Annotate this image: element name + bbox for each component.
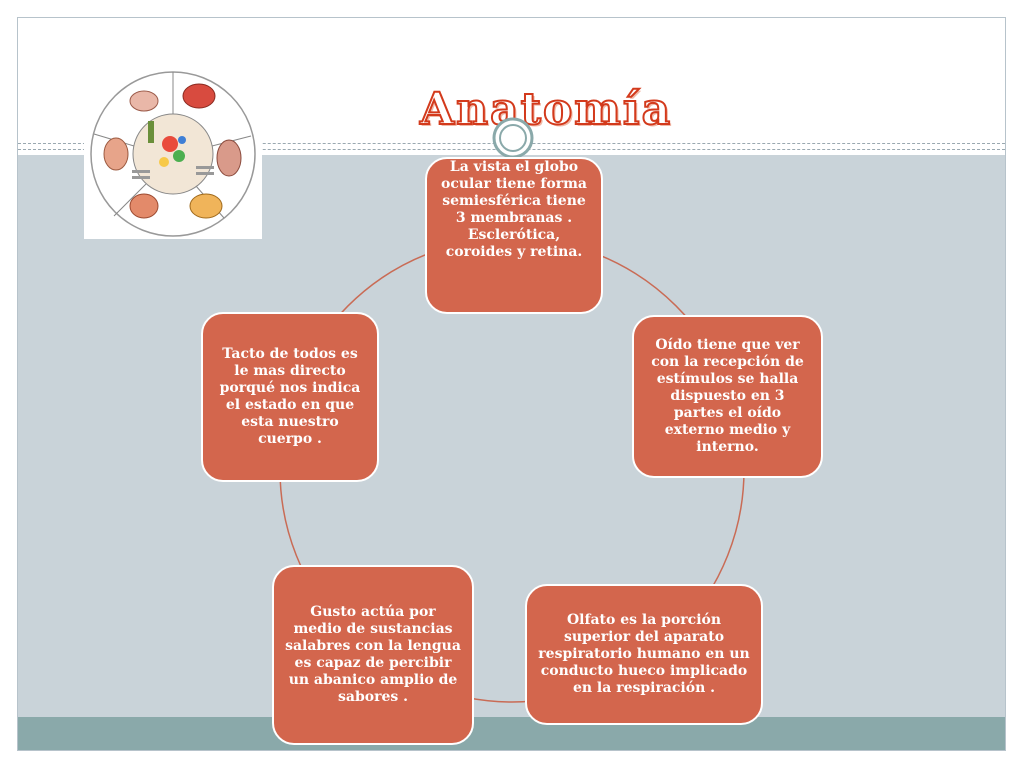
node-olfato-text: Olfato es la porción superior del aparat… <box>538 612 750 696</box>
cycle-node-gusto: Gusto actúa por medio de sustancias sala… <box>272 565 474 745</box>
footer-band <box>18 717 1005 750</box>
cycle-node-oido: Oído tiene que ver con la recepción de e… <box>632 315 823 478</box>
node-oido-text: Oído tiene que ver con la recepción de e… <box>651 337 804 455</box>
node-tacto-text: Tacto de todos es le mas directo porqué … <box>219 346 361 447</box>
node-gusto-text: Gusto actúa por medio de sustancias sala… <box>285 604 461 705</box>
cycle-node-vista: La vista el globo ocular tiene forma sem… <box>425 157 603 314</box>
node-vista-text: La vista el globo ocular tiene forma sem… <box>441 159 587 260</box>
cycle-node-olfato: Olfato es la porción superior del aparat… <box>525 584 763 725</box>
slide-title: Anatomía <box>419 83 673 136</box>
senses-anatomy-illustration <box>84 66 262 239</box>
anatomy-wheel-icon <box>90 71 256 237</box>
cycle-node-tacto: Tacto de todos es le mas directo porqué … <box>201 312 379 482</box>
